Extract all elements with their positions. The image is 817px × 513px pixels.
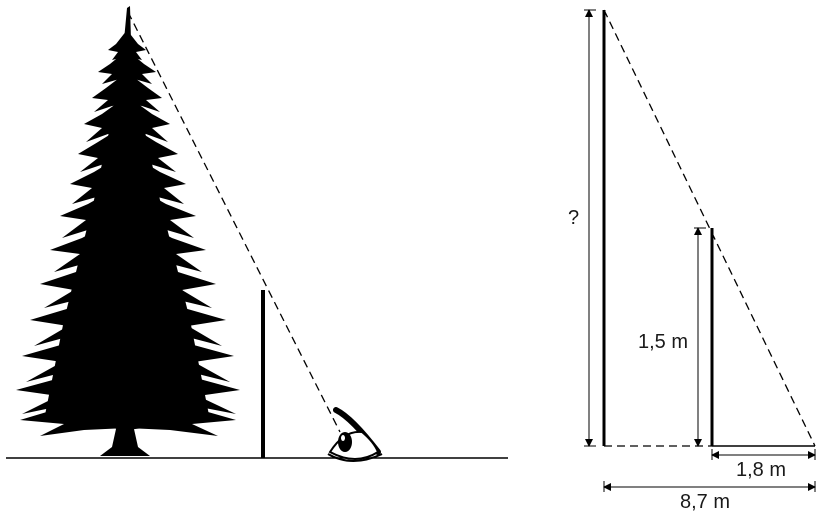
geometry-model: ? 1,5 m 1,8 m 8,7 m [568, 9, 816, 513]
spruce-tree-icon [16, 6, 240, 456]
stick-distance-label: 1,8 m [736, 459, 786, 481]
scene-illustration [6, 6, 508, 462]
sight-line [127, 11, 341, 433]
unknown-height-label: ? [568, 207, 579, 229]
sight-line-model [603, 9, 816, 447]
stick-height-label: 1,5 m [638, 331, 688, 353]
tree-distance-label: 8,7 m [680, 491, 730, 513]
eye-icon [327, 407, 383, 462]
